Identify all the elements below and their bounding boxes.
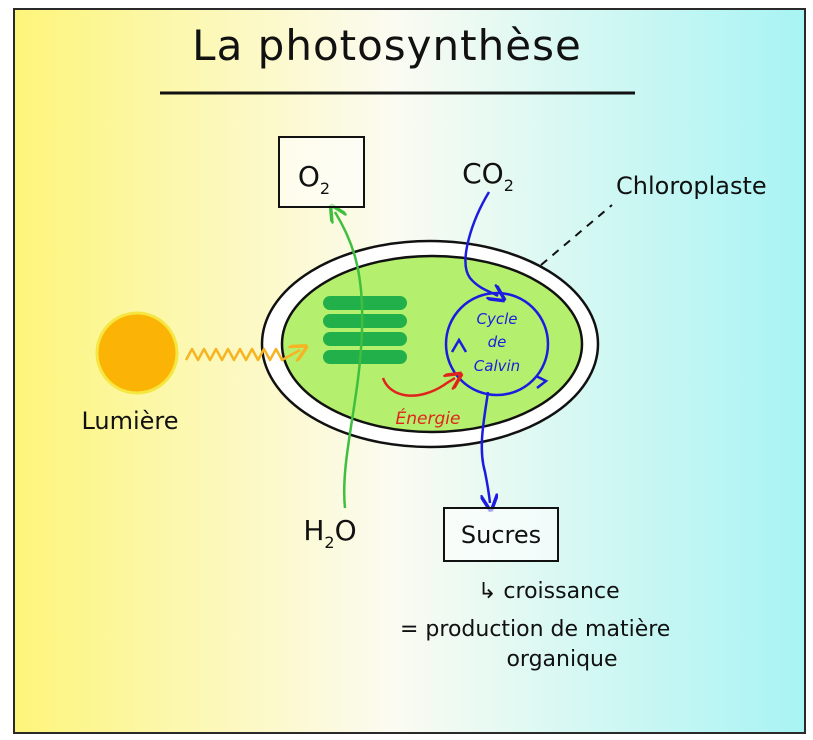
thylakoid-stack bbox=[323, 296, 407, 364]
water-label: H2O bbox=[303, 514, 356, 552]
sugars-label: Sucres bbox=[461, 521, 541, 549]
oxygen-subscript: 2 bbox=[320, 179, 330, 198]
chloroplast-label: Chloroplaste bbox=[616, 172, 767, 200]
water-subscript: 2 bbox=[324, 533, 334, 552]
energy-label: Énergie bbox=[396, 407, 461, 429]
calvin-label-line1: Cycle bbox=[477, 310, 518, 328]
production-label-line1: = production de matière bbox=[400, 617, 670, 642]
water-hydrogen: H bbox=[303, 514, 324, 547]
thylakoid bbox=[323, 332, 407, 346]
sugars-box bbox=[443, 507, 559, 562]
sun-icon bbox=[95, 311, 179, 395]
page-title: La photosynthèse bbox=[192, 21, 582, 70]
calvin-label-line2: de bbox=[488, 333, 507, 351]
oxygen-label: O2 bbox=[298, 160, 330, 198]
thylakoid bbox=[323, 314, 407, 328]
calvin-label-line3: Calvin bbox=[474, 357, 520, 375]
co2-input-arrow bbox=[464, 191, 498, 296]
co2-symbol: CO bbox=[462, 157, 504, 190]
growth-label: ↳ croissance bbox=[478, 579, 620, 604]
light-label: Lumière bbox=[81, 407, 178, 435]
light-wave-arrow bbox=[184, 349, 300, 360]
oxygen-symbol: O bbox=[298, 160, 320, 193]
chloroplast-leader-line bbox=[540, 204, 613, 266]
thylakoid bbox=[323, 296, 407, 310]
co2-subscript: 2 bbox=[504, 176, 514, 195]
calvin-cycle-arrowhead bbox=[450, 337, 468, 353]
water-oxygen: O bbox=[335, 514, 357, 547]
calvin-cycle-arrowhead bbox=[535, 374, 549, 389]
thylakoid bbox=[323, 350, 407, 364]
oxygen-box bbox=[278, 136, 365, 208]
production-label-line2: organique bbox=[506, 647, 617, 672]
co2-label: CO2 bbox=[462, 157, 514, 195]
energy-arrow bbox=[381, 378, 455, 397]
water-oxygen-arrow bbox=[335, 212, 364, 509]
sugars-output-arrow bbox=[482, 391, 490, 503]
